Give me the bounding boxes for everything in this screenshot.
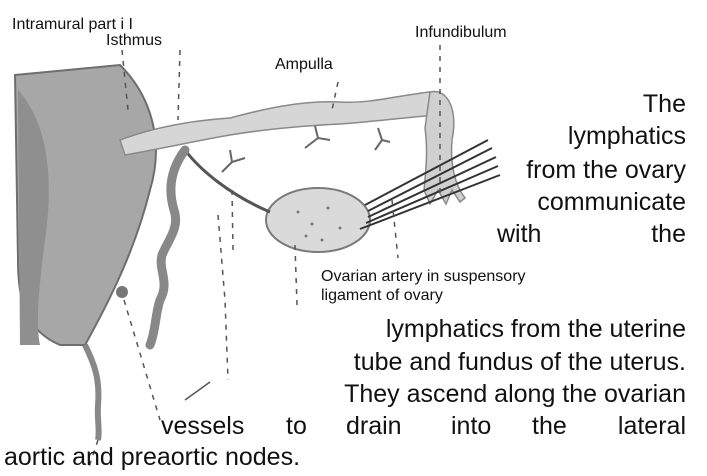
text-line-3: from the ovary bbox=[526, 156, 686, 185]
text-line-9f: lateral bbox=[618, 412, 686, 441]
text-line-5a: with bbox=[497, 220, 541, 249]
text-line-2: lymphatics bbox=[568, 122, 686, 151]
text-line-4: communicate bbox=[537, 188, 686, 217]
text-line-6: lymphatics from the uterine bbox=[386, 315, 686, 344]
text-line-9d: into bbox=[451, 412, 491, 441]
text-line-8: They ascend along the ovarian bbox=[344, 380, 686, 409]
text-line-1: The bbox=[643, 90, 686, 119]
text-line-7: tube and fundus of the uterus. bbox=[354, 348, 686, 377]
text-line-9c: drain bbox=[346, 412, 402, 441]
text-line-9e: the bbox=[532, 412, 567, 441]
text-line-9a: vessels bbox=[161, 412, 244, 441]
text-line-10: aortic and preaortic nodes. bbox=[4, 443, 300, 472]
text-line-5b: the bbox=[651, 220, 686, 249]
text-line-9b: to bbox=[286, 412, 307, 441]
